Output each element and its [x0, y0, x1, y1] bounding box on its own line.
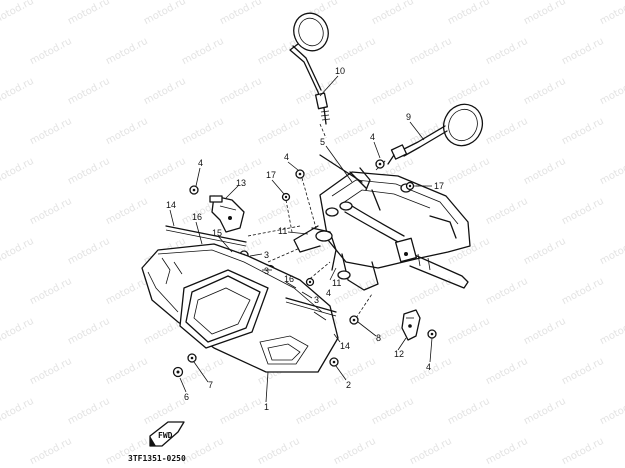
callout-4-bottom: 4: [426, 362, 431, 372]
callout-3-c: 3: [314, 295, 319, 305]
callout-16-mid: 16: [284, 274, 294, 284]
callout-11-right: 11: [332, 278, 341, 288]
callout-2: 2: [346, 380, 351, 390]
leader-lines: [169, 75, 433, 403]
callout-4-top: 4: [284, 152, 289, 162]
callout-3-a: 3: [264, 250, 269, 260]
callout-14-top: 14: [166, 200, 176, 210]
callout-5: 5: [320, 137, 325, 147]
fwd-label: FWD: [158, 431, 173, 440]
callout-17-left: 17: [266, 170, 276, 180]
headlight-cowl: [141, 225, 339, 373]
left-mirror: [289, 12, 331, 125]
bracket-12: [401, 309, 421, 341]
callout-4-mirror: 4: [370, 132, 375, 142]
callout-7: 7: [208, 380, 213, 390]
callout-4-mid: 4: [326, 288, 331, 298]
fwd-arrow: FWD: [149, 421, 185, 447]
callout-13: 13: [236, 178, 246, 188]
callout-16-top: 16: [192, 212, 202, 222]
handlebar-assembly: [293, 154, 471, 291]
callout-1: 1: [264, 402, 269, 412]
drawing-code: 3TF1351-0250: [128, 454, 186, 463]
callout-6: 6: [184, 392, 189, 402]
bracket-13: [209, 195, 245, 233]
callout-14-bottom: 14: [340, 341, 350, 351]
callout-10: 10: [335, 66, 345, 76]
callout-4-left: 4: [198, 158, 203, 168]
callout-11-left: 11: [278, 226, 287, 236]
callout-15: 15: [212, 228, 222, 238]
right-mirror: [387, 103, 484, 165]
callout-labels: 10 9 5 4 4 4 13 17 17 14 16 15 11 3 3 16…: [166, 66, 444, 412]
callout-9: 9: [406, 112, 411, 122]
callout-3-b: 3: [264, 266, 269, 276]
callout-12: 12: [394, 349, 404, 359]
callout-8: 8: [376, 333, 381, 343]
callout-17-right: 17: [434, 181, 444, 191]
